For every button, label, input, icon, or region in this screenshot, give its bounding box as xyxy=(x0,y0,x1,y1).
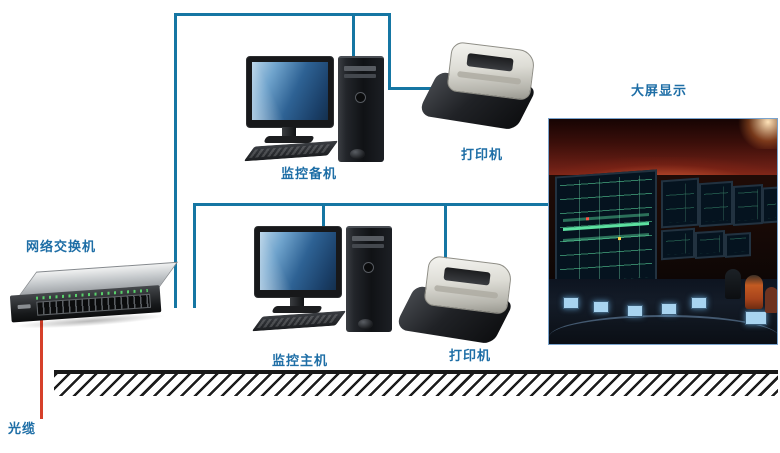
wall-screen xyxy=(762,186,777,224)
operator-person xyxy=(745,275,763,309)
drive-bay xyxy=(352,236,384,241)
printer-bottom-illustration xyxy=(393,255,522,350)
printer-slot xyxy=(466,53,514,72)
printer-slot xyxy=(443,267,491,286)
schematic-grid xyxy=(704,186,728,222)
monitor-stand xyxy=(290,297,304,306)
ground-hatch-pattern xyxy=(54,374,778,396)
photo-desk-edge xyxy=(549,315,777,337)
keyboard-icon xyxy=(243,140,339,162)
label-fiber-cable: 光缆 xyxy=(8,421,37,436)
schematic-grid xyxy=(767,191,776,219)
fiber-cable-line xyxy=(40,312,43,419)
keyboard-icon xyxy=(251,310,347,332)
schematic-grid xyxy=(666,233,690,255)
printer-top-illustration xyxy=(416,41,545,136)
wall-screen xyxy=(699,180,733,228)
schematic-grid xyxy=(730,237,746,253)
monitor-icon xyxy=(246,56,334,128)
ground-line xyxy=(54,370,778,401)
connection-line-printer-top-vertical xyxy=(388,13,391,90)
tower-icon xyxy=(338,56,384,162)
label-printer-top: 打印机 xyxy=(461,147,504,162)
wall-screen-lower xyxy=(661,227,695,261)
connection-line-left-vertical-top xyxy=(174,13,177,308)
connection-line-printer-top-horizontal xyxy=(388,87,443,90)
desk-monitor xyxy=(563,297,579,309)
wall-screen-large xyxy=(555,169,657,289)
connection-line-middle-horizontal xyxy=(193,203,550,206)
desk-monitor xyxy=(691,297,707,309)
connection-line-printer-bottom xyxy=(444,203,447,265)
label-backup-host: 监控备机 xyxy=(281,166,338,181)
monitor-screen xyxy=(260,232,336,290)
connection-line-main-host xyxy=(322,203,325,233)
label-big-screen: 大屏显示 xyxy=(631,83,688,98)
label-printer-bottom: 打印机 xyxy=(449,348,492,363)
wall-screen-lower xyxy=(695,229,725,260)
printer-body xyxy=(423,255,513,315)
desk-monitor xyxy=(661,303,677,315)
desk-monitor xyxy=(593,301,609,313)
connection-line-top-horizontal xyxy=(174,13,391,16)
backup-computer-illustration xyxy=(243,56,396,176)
monitor-icon xyxy=(254,226,342,298)
main-computer-illustration xyxy=(251,226,404,346)
mouse-icon xyxy=(350,149,365,159)
connection-line-backup-tower xyxy=(352,13,355,61)
tower-icon xyxy=(346,226,392,332)
drive-bay xyxy=(352,244,384,248)
operator-person xyxy=(725,269,741,299)
drive-bay xyxy=(344,66,376,71)
photo-spotlight xyxy=(735,119,777,149)
mouse-icon xyxy=(358,319,373,329)
wall-screen-lower xyxy=(725,232,751,258)
schematic-dot xyxy=(586,217,590,221)
printer-detail xyxy=(457,70,522,85)
label-main-host: 监控主机 xyxy=(272,353,329,368)
printer-body xyxy=(446,41,536,101)
wall-screen xyxy=(661,177,699,229)
printer-detail xyxy=(434,284,499,299)
connection-line-left-vertical-middle xyxy=(193,203,196,308)
control-room-photo xyxy=(548,118,778,345)
wall-screen xyxy=(733,183,763,227)
monitor-stand xyxy=(282,127,296,136)
schematic-dot xyxy=(617,236,621,240)
switch-logo xyxy=(17,304,31,310)
power-button-icon xyxy=(363,262,374,273)
label-network-switch: 网络交换机 xyxy=(26,239,97,254)
desk-monitor xyxy=(627,305,643,317)
operator-person xyxy=(765,287,777,313)
schematic-grid xyxy=(738,189,758,221)
schematic-grid xyxy=(700,235,720,254)
desk-monitor xyxy=(745,311,767,325)
power-button-icon xyxy=(355,92,366,103)
schematic-grid xyxy=(666,183,694,223)
network-switch-illustration xyxy=(6,256,179,333)
monitor-screen xyxy=(252,62,328,120)
drive-bay xyxy=(344,74,376,78)
